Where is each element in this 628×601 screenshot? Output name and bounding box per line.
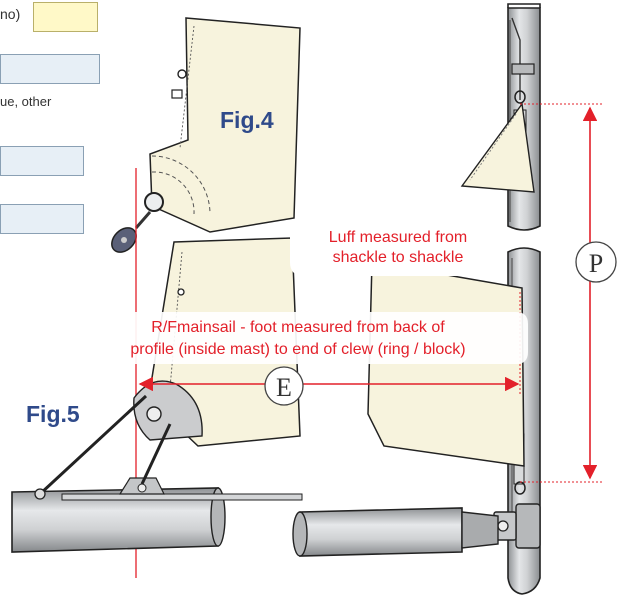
luff-annotation-bg <box>290 222 504 276</box>
form-label-partial-1: no) <box>0 6 21 22</box>
form-field-blue-2[interactable] <box>0 146 84 176</box>
form-field-yellow[interactable] <box>33 2 98 32</box>
luff-annotation-line2: shackle to shackle <box>333 249 464 266</box>
measurement-p <box>520 103 617 483</box>
form-field-blue-1[interactable] <box>0 54 100 84</box>
e-label: E <box>276 373 292 402</box>
form-field-blue-3[interactable] <box>0 204 84 234</box>
luff-annotation-line1: Luff measured from <box>329 229 467 246</box>
boom <box>11 394 499 557</box>
sail-head-fig4-right <box>460 102 535 193</box>
form-label-partial-2: ue, other <box>0 94 52 109</box>
fig5-label: Fig.5 <box>26 401 80 427</box>
foot-annotation-line1: R/Fmainsail - foot measured from back of <box>151 319 445 336</box>
foot-annotation-bg <box>68 312 528 364</box>
p-label: P <box>589 249 603 278</box>
sail-fig4 <box>111 17 301 253</box>
fig4-label: Fig.4 <box>220 107 274 133</box>
foot-annotation-line2: profile (inside mast) to end of clew (ri… <box>130 341 465 358</box>
